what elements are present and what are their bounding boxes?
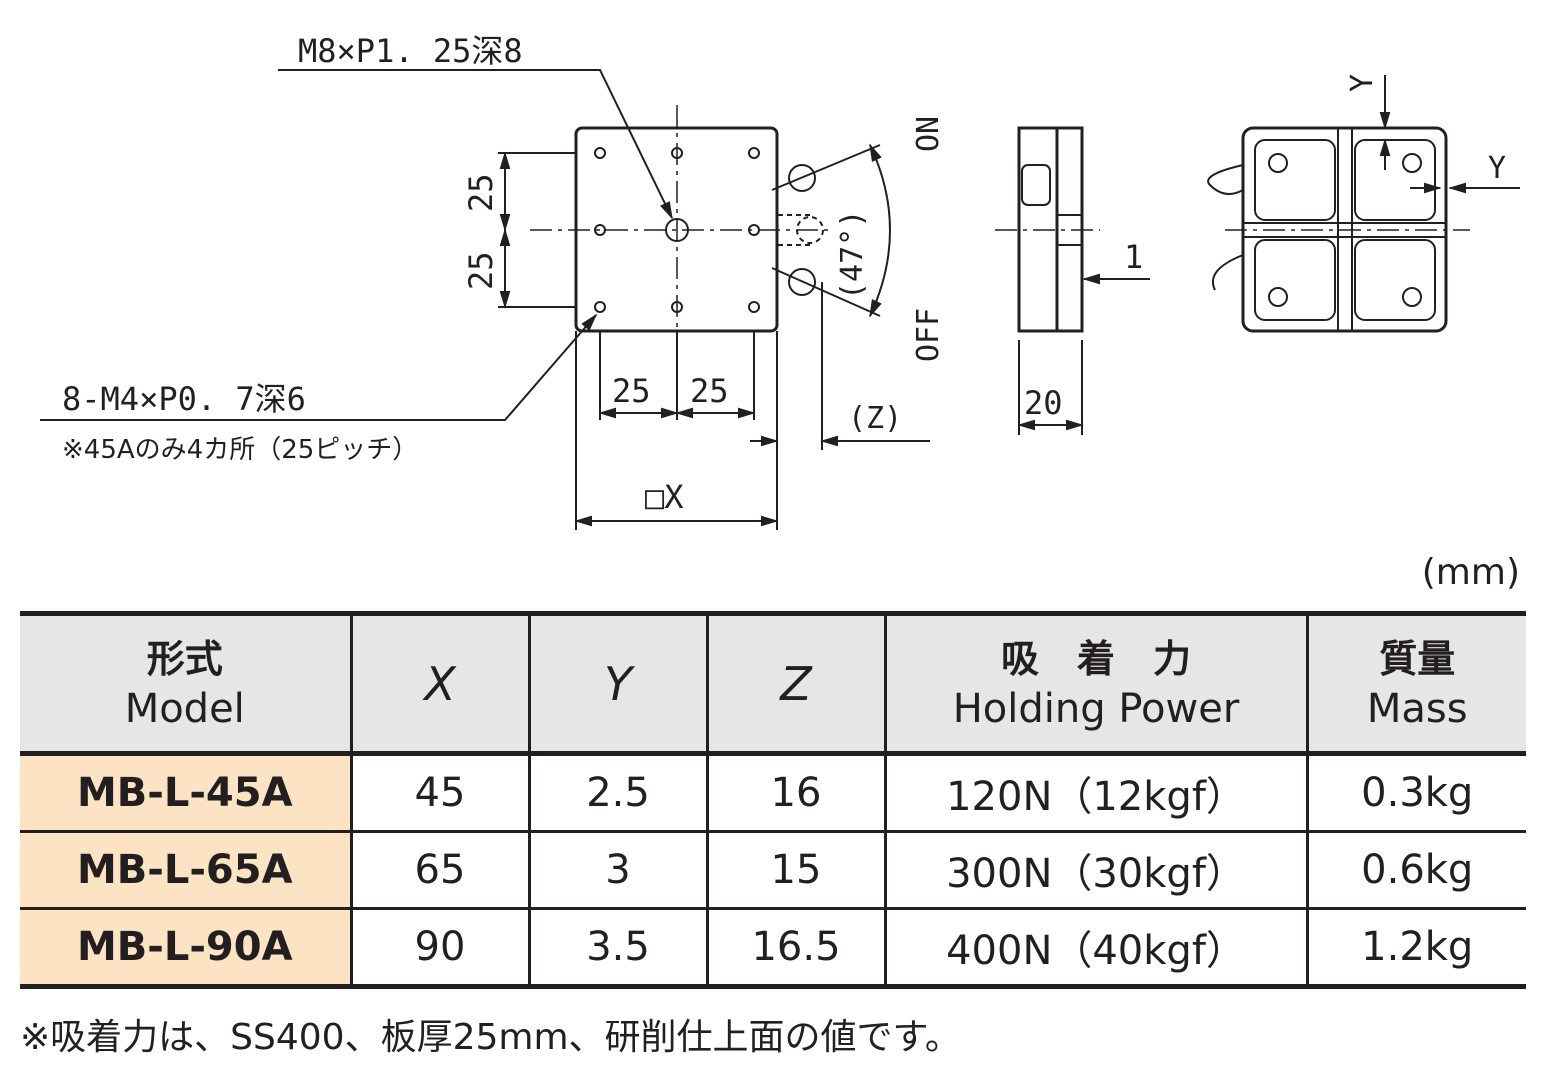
header-model-en: Model	[124, 685, 245, 732]
dim-25-left-bottom: 25	[462, 251, 500, 290]
cell-power: 120N（12kgf）	[883, 753, 1307, 832]
table-row: MB-L-45A 45 2.5 16 120N（12kgf） 0.3kg	[20, 753, 1526, 832]
dim-25-bottom-left: 25	[612, 372, 651, 410]
dim-y-top-label: Y	[1345, 74, 1380, 92]
label-small-taps: 8-M4×P0. 7深6	[62, 380, 306, 418]
cell-mass: 0.3kg	[1305, 753, 1526, 832]
cell-mass: 1.2kg	[1305, 907, 1526, 987]
dim-y-right-label: Y	[1488, 151, 1506, 186]
header-z: Z	[705, 613, 885, 756]
lever-icon	[778, 164, 824, 296]
cell-y: 3.5	[527, 907, 707, 987]
cell-power: 400N（40kgf）	[883, 907, 1307, 987]
dim-z-label: (Z)	[848, 401, 902, 436]
header-x: X	[349, 613, 529, 756]
leader-small-taps	[40, 313, 598, 421]
technical-drawing: M8×P1. 25深8 8-M4×P0. 7深6 ※45Aのみ4カ所（25ピッチ…	[40, 32, 1520, 530]
cell-model: MB-L-45A	[20, 753, 351, 832]
dim-20-label: 20	[1024, 384, 1063, 422]
bottom-view-lever	[1207, 164, 1244, 195]
cell-x: 45	[349, 753, 529, 832]
cell-model: MB-L-90A	[20, 907, 351, 987]
header-mass-en: Mass	[1366, 685, 1468, 732]
cell-y: 3	[527, 830, 707, 909]
label-center-tap: M8×P1. 25深8	[298, 32, 523, 70]
small-tap-holes	[594, 147, 760, 313]
cell-x: 90	[349, 907, 529, 987]
cell-z: 15	[705, 830, 885, 909]
header-mass-jp: 質量	[1379, 636, 1456, 681]
header-power-en: Holding Power	[952, 685, 1240, 732]
table-row: MB-L-90A 90 3.5 16.5 400N（40kgf） 1.2kg	[20, 907, 1526, 987]
footnote: ※吸着力は、SS400、板厚25mm、研削仕上面の値です。	[20, 1017, 961, 1058]
cell-x: 65	[349, 830, 529, 909]
leader-center-tap	[278, 69, 673, 220]
dim-x-label: □X	[645, 478, 684, 516]
cell-mass: 0.6kg	[1305, 830, 1526, 909]
bottom-view-quadrants	[1243, 128, 1446, 331]
cell-power: 300N（30kgf）	[883, 830, 1307, 909]
dim-1-label: 1	[1124, 238, 1143, 276]
dim-25-bottom-right: 25	[690, 372, 729, 410]
unit-label: (mm)	[1421, 552, 1520, 593]
cell-z: 16	[705, 753, 885, 832]
header-y: Y	[527, 613, 707, 756]
dim-angle-label: (47°)	[835, 210, 870, 300]
table-row: MB-L-65A 65 3 15 300N（30kgf） 0.6kg	[20, 830, 1526, 909]
cell-model: MB-L-65A	[20, 830, 351, 909]
header-model-jp: 形式	[146, 636, 223, 681]
cell-y: 2.5	[527, 753, 707, 832]
cell-z: 16.5	[705, 907, 885, 987]
label-small-taps-note: ※45Aのみ4カ所（25ピッチ）	[62, 435, 418, 465]
label-on: ON	[911, 116, 946, 152]
angle-arc	[869, 143, 891, 318]
dim-25-left-top: 25	[462, 173, 500, 212]
header-power-jp: 吸 着 力	[1000, 636, 1191, 681]
label-off: OFF	[911, 308, 946, 362]
center-tap-hole	[665, 218, 689, 242]
